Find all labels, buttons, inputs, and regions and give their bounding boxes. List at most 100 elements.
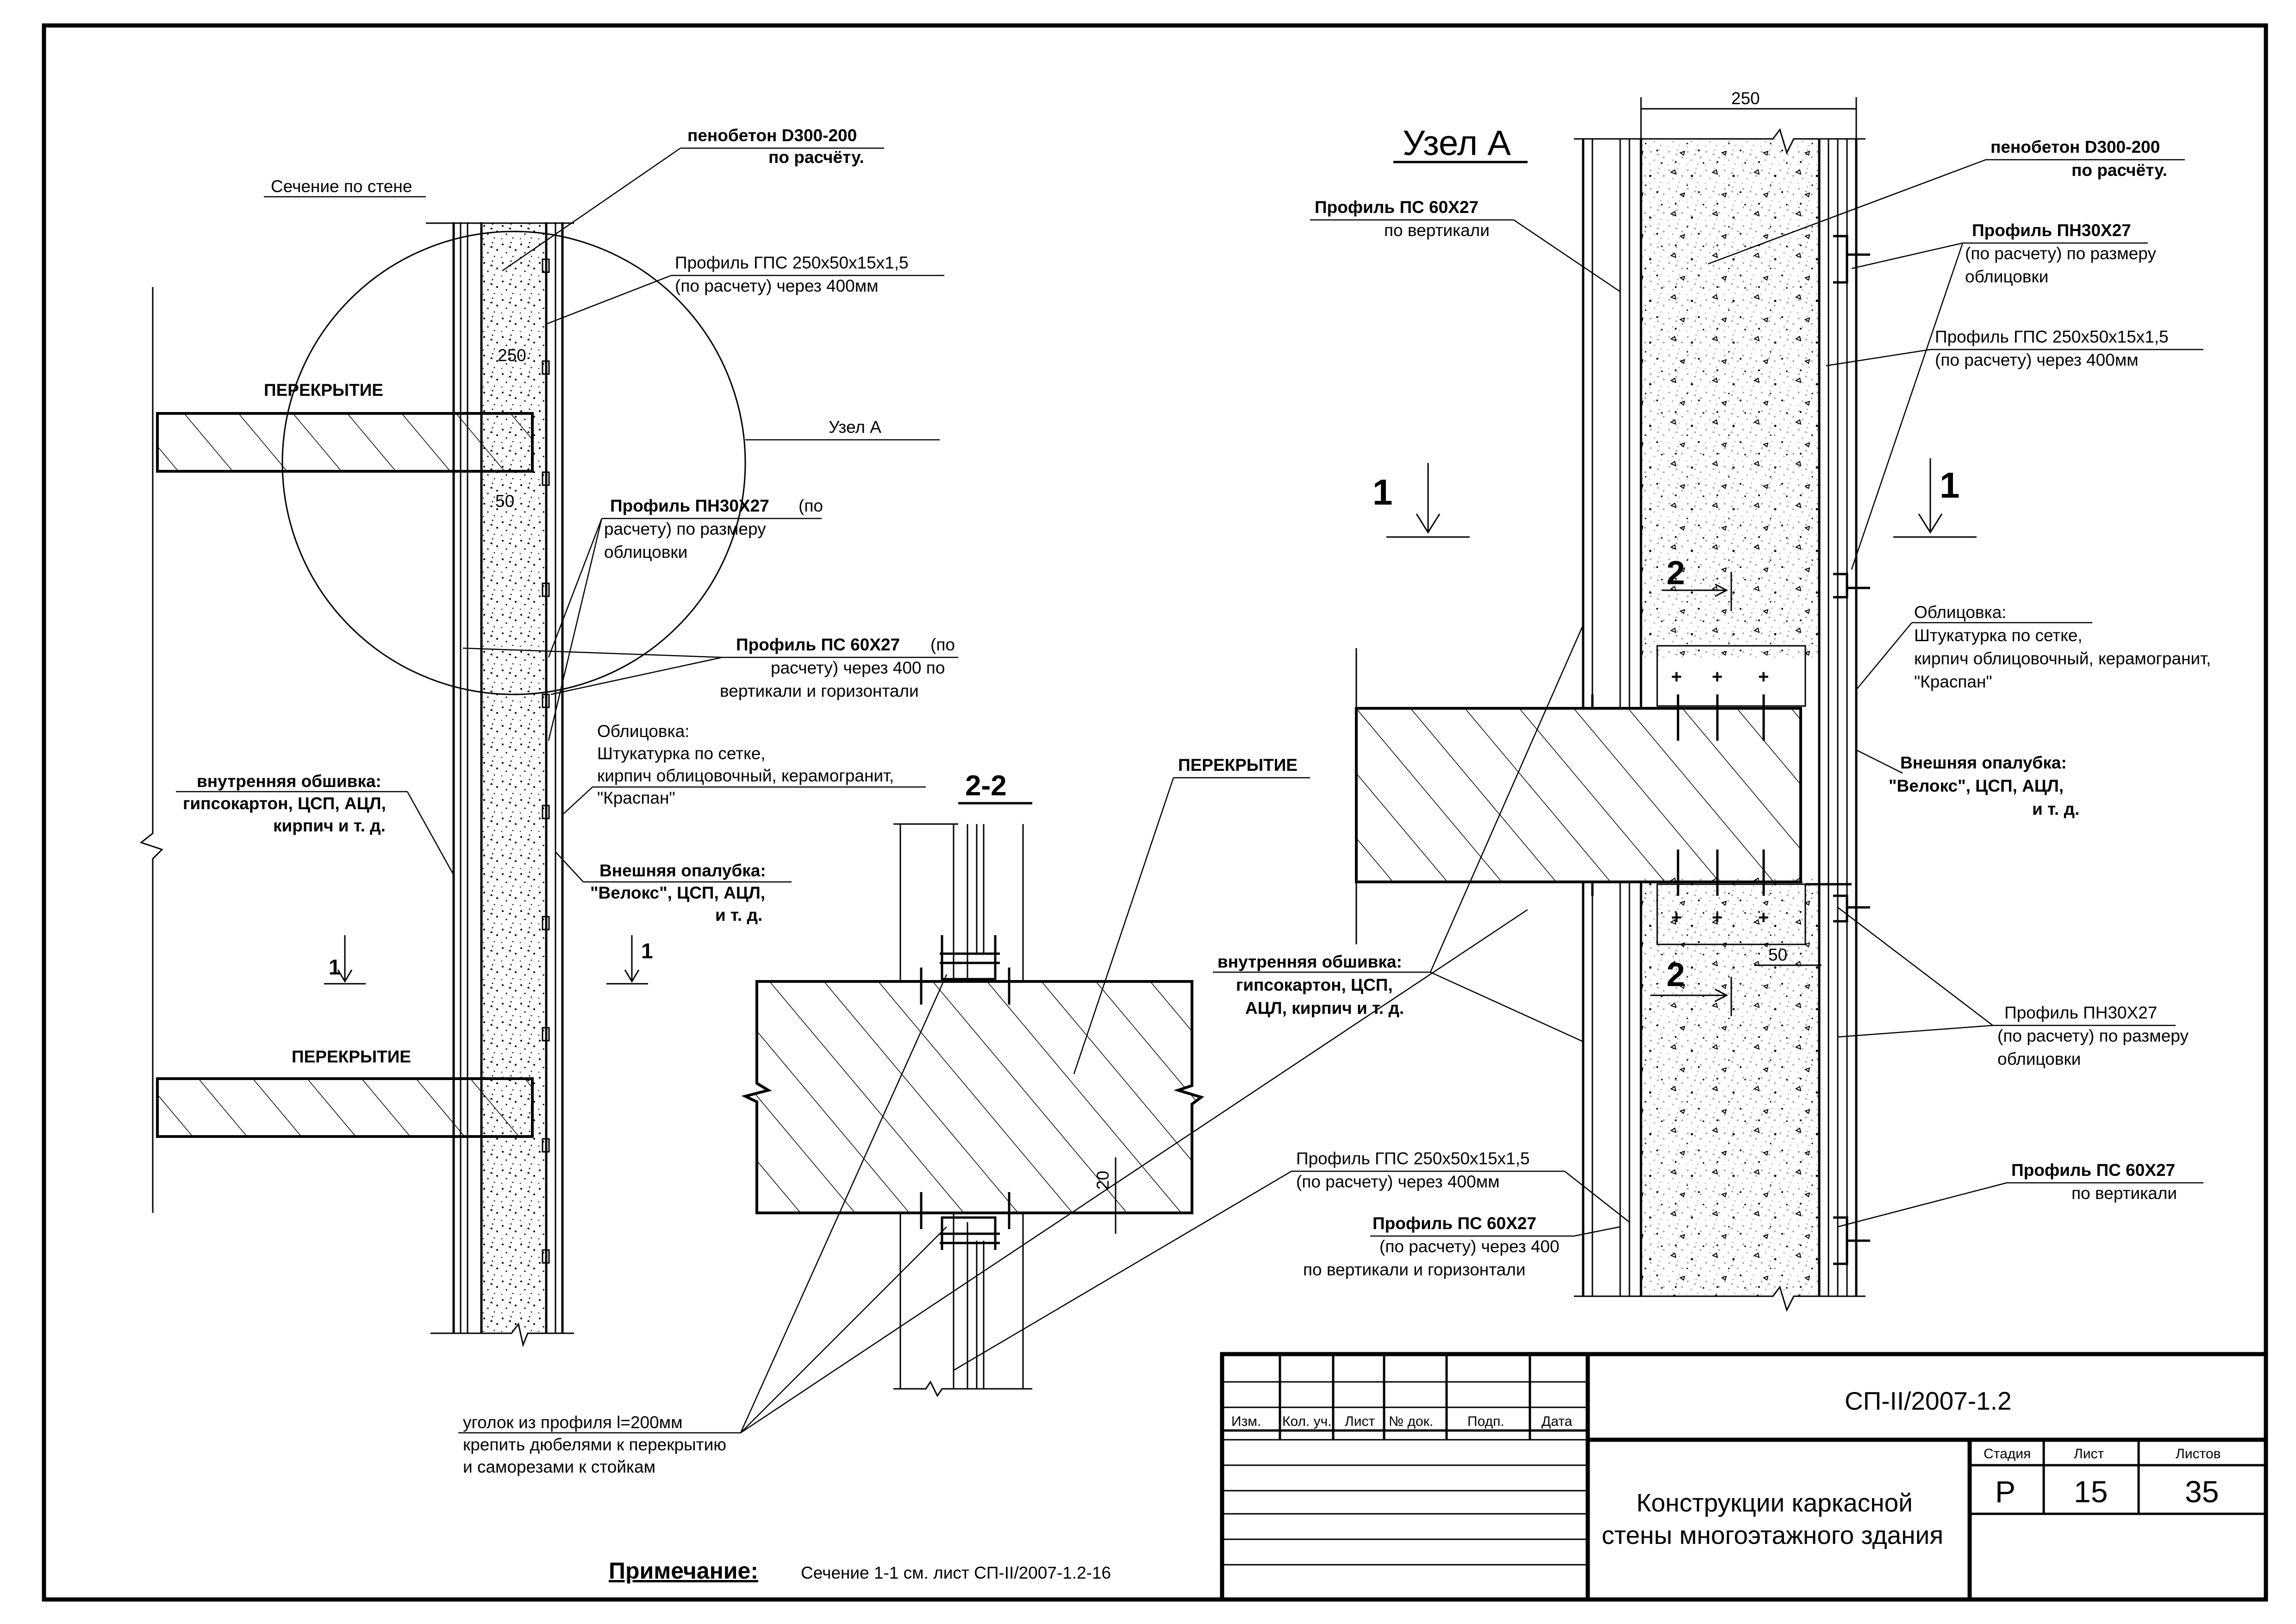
- label-angle-note: уголок из профиля l=200мм крепить дюбеля…: [458, 909, 1528, 1476]
- tb-col-izm: Изм.: [1231, 1414, 1261, 1429]
- node-a-label-gps-top: Профиль ГПС 250х50х15х1,5 (по расчету) ч…: [1826, 327, 2203, 369]
- section-2-2-title: 2-2: [965, 770, 1007, 802]
- svg-text:и т. д.: и т. д.: [715, 906, 762, 924]
- svg-text:1: 1: [641, 939, 653, 963]
- tb-code: СП-II/2007-1.2: [1845, 1387, 2012, 1415]
- tb-sheet-header: Лист: [2074, 1446, 2104, 1462]
- tb-title-line2: стены многоэтажного здания: [1602, 1521, 1943, 1549]
- tb-sheets: 35: [2185, 1474, 2219, 1509]
- svg-text:по вертикали: по вертикали: [1384, 221, 1490, 240]
- tb-col-podp: Подп.: [1467, 1414, 1504, 1429]
- tb-col-data: Дата: [1541, 1414, 1572, 1429]
- svg-text:(по расчету) через 400: (по расчету) через 400: [1379, 1237, 1560, 1256]
- wall-section-title: Сечение по стене: [271, 177, 412, 196]
- svg-text:(по расчету) через 400мм: (по расчету) через 400мм: [1935, 350, 2139, 369]
- node-a-label-ps-vertical-bottom: Профиль ПС 60Х27 по вертикали: [1837, 1161, 2203, 1228]
- note-text: Сечение 1-1 см. лист СП-II/2007-1.2-16: [801, 1563, 1111, 1582]
- svg-text:"Краспан": "Краспан": [597, 788, 675, 807]
- sheet-frame: [42, 23, 2268, 1602]
- svg-text:+: +: [1758, 667, 1769, 687]
- svg-text:Штукатурка по сетке,: Штукатурка по сетке,: [1914, 626, 2083, 645]
- svg-text:Профиль ПС 60Х27: Профиль ПС 60Х27: [1373, 1214, 1536, 1233]
- svg-text:(по расчету) через 400мм: (по расчету) через 400мм: [1296, 1172, 1500, 1191]
- node-a-label-pn-bottom: Профиль ПН30Х27 (по расчету) по размеру …: [1837, 907, 2189, 1068]
- svg-text:+: +: [1671, 907, 1682, 928]
- label-gps-profile-left: Профиль ГПС 250х50х15х1,5 (по расчету) ч…: [546, 253, 944, 325]
- node-a-dim-50: 50: [1768, 945, 1787, 964]
- node-a-label-slab: ПЕРЕКРЫТИЕ: [1073, 756, 1310, 1074]
- node-a-label-ps-top: Профиль ПС 60Х27 по вертикали: [1310, 198, 1621, 293]
- label-ps-profile-left: Профиль ПС 60Х27 (по расчету) через 400 …: [462, 635, 958, 700]
- tb-title-line1: Конструкции каркасной: [1636, 1488, 1913, 1517]
- svg-text:облицовки: облицовки: [1997, 1049, 2081, 1068]
- svg-text:(по: (по: [799, 496, 823, 515]
- svg-text:Профиль ПС 60Х27: Профиль ПС 60Х27: [736, 635, 900, 654]
- label-cladding-left: Облицовка: Штукатурка по сетке, кирпич о…: [562, 722, 926, 815]
- svg-text:(по: (по: [930, 635, 955, 654]
- svg-text:Профиль ПН30Х27: Профиль ПН30Х27: [2004, 1003, 2157, 1022]
- tb-col-doc: № док.: [1389, 1414, 1433, 1429]
- svg-text:2: 2: [1666, 956, 1685, 993]
- node-a-circle: [281, 231, 746, 695]
- node-a-label-inner-lining: внутренняя обшивка: гипсокартон, ЦСП, АЦ…: [1213, 625, 1584, 1043]
- svg-text:кирпич облицовочный, керамогра: кирпич облицовочный, керамогранит,: [1914, 649, 2211, 668]
- svg-text:Профиль ПС 60Х27: Профиль ПС 60Х27: [2011, 1161, 2175, 1180]
- slab-top: [156, 412, 534, 473]
- tb-col-kol: Кол. уч.: [1282, 1414, 1332, 1429]
- note-label: Примечание:: [609, 1558, 758, 1584]
- svg-text:расчету) по размеру: расчету) по размеру: [604, 519, 766, 538]
- svg-text:(по расчету) через 400мм: (по расчету) через 400мм: [675, 276, 879, 295]
- svg-text:внутренняя обшивка:: внутренняя обшивка:: [1217, 952, 1402, 971]
- svg-text:вертикали и горизонтали: вертикали и горизонтали: [720, 681, 919, 700]
- node-a-label-pn-top: Профиль ПН30Х27 (по расчету) по размеру …: [1851, 221, 2156, 570]
- tb-stage-header: Стадия: [1984, 1446, 2031, 1462]
- svg-text:Внешняя опалубка:: Внешняя опалубка:: [1900, 753, 2067, 772]
- svg-text:гипсокартон, ЦСП,: гипсокартон, ЦСП,: [1236, 975, 1393, 994]
- svg-text:Профиль ПС 60Х27: Профиль ПС 60Х27: [1315, 198, 1479, 217]
- svg-text:АЦЛ, кирпич и т. д.: АЦЛ, кирпич и т. д.: [1245, 999, 1404, 1018]
- svg-text:1: 1: [1373, 472, 1392, 512]
- node-a-cut-1-right: 1: [1893, 458, 1977, 538]
- node-a-slab: [1355, 707, 1802, 883]
- label-foam-concrete-left: пенобетон D300-200 по расчёту.: [502, 126, 884, 272]
- svg-text:и саморезами к стойкам: и саморезами к стойкам: [463, 1457, 655, 1476]
- node-a-cut-2-top: 2: [1662, 555, 1732, 611]
- node-a-ref: Узел А: [829, 418, 881, 437]
- svg-text:+: +: [1671, 667, 1682, 687]
- slab-label-bottom: ПЕРЕКРЫТИЕ: [292, 1047, 411, 1066]
- svg-text:(по расчету) по размеру: (по расчету) по размеру: [1997, 1026, 2189, 1045]
- node-a-view: Узел А 2 50: [953, 89, 2211, 1371]
- svg-text:Штукатурка по сетке,: Штукатурка по сетке,: [597, 744, 766, 763]
- svg-text:"Велокс", ЦСП, АЦЛ,: "Велокс", ЦСП, АЦЛ,: [1889, 776, 2064, 795]
- node-a-cut-2-bottom: 2: [1650, 956, 1732, 1016]
- svg-text:+: +: [1758, 907, 1769, 928]
- svg-text:облицовки: облицовки: [604, 543, 687, 562]
- node-a-cut-1-left: 1: [1373, 463, 1470, 538]
- node-a-label-foam: пенобетон D300-200 по расчёту.: [1708, 137, 2185, 265]
- svg-text:пенобетон D300-200: пенобетон D300-200: [1990, 137, 2160, 156]
- svg-text:Профиль ПН30Х27: Профиль ПН30Х27: [1972, 221, 2131, 240]
- svg-text:"Велокс", ЦСП, АЦЛ,: "Велокс", ЦСП, АЦЛ,: [590, 883, 765, 902]
- node-a-title: Узел А: [1403, 124, 1511, 163]
- svg-text:Профиль ГПС 250х50х15х1,5: Профиль ГПС 250х50х15х1,5: [1296, 1149, 1530, 1168]
- wall-section-view: Сечение по стене: [139, 126, 958, 1348]
- node-a-label-gps-bottom: Профиль ГПС 250х50х15х1,5 (по расчету) ч…: [953, 1149, 1630, 1371]
- title-block: Изм. Кол. уч. Лист № док. Подп. Дата СП-…: [1220, 1352, 2268, 1602]
- svg-text:крепить дюбелями к перекрытию: крепить дюбелями к перекрытию: [463, 1435, 726, 1454]
- svg-text:гипсокартон, ЦСП, АЦЛ,: гипсокартон, ЦСП, АЦЛ,: [183, 794, 386, 813]
- svg-text:и т. д.: и т. д.: [2032, 800, 2079, 818]
- tb-sheet: 15: [2074, 1474, 2108, 1509]
- dim-20: 20: [1093, 1171, 1112, 1190]
- dim-50-left: 50: [495, 492, 514, 511]
- label-pn-profile-left: Профиль ПН30Х27 (по расчету) по размеру …: [548, 496, 823, 741]
- note: Примечание: Сечение 1-1 см. лист СП-II/2…: [609, 1558, 1111, 1584]
- svg-text:Внешняя опалубка:: Внешняя опалубка:: [599, 861, 766, 880]
- svg-text:кирпич облицовочный, керамогра: кирпич облицовочный, керамогранит,: [597, 766, 894, 785]
- svg-text:пенобетон D300-200: пенобетон D300-200: [687, 126, 857, 145]
- node-a-label-outer-formwork: Внешняя опалубка: "Велокс", ЦСП, АЦЛ, и …: [1856, 749, 2079, 818]
- cut-mark-1-right: 1: [606, 935, 653, 985]
- svg-text:облицовки: облицовки: [1965, 267, 2048, 286]
- section-2-2-view: 2-2: [458, 770, 1528, 1476]
- svg-text:Профиль ГПС 250х50х15х1,5: Профиль ГПС 250х50х15х1,5: [675, 253, 909, 272]
